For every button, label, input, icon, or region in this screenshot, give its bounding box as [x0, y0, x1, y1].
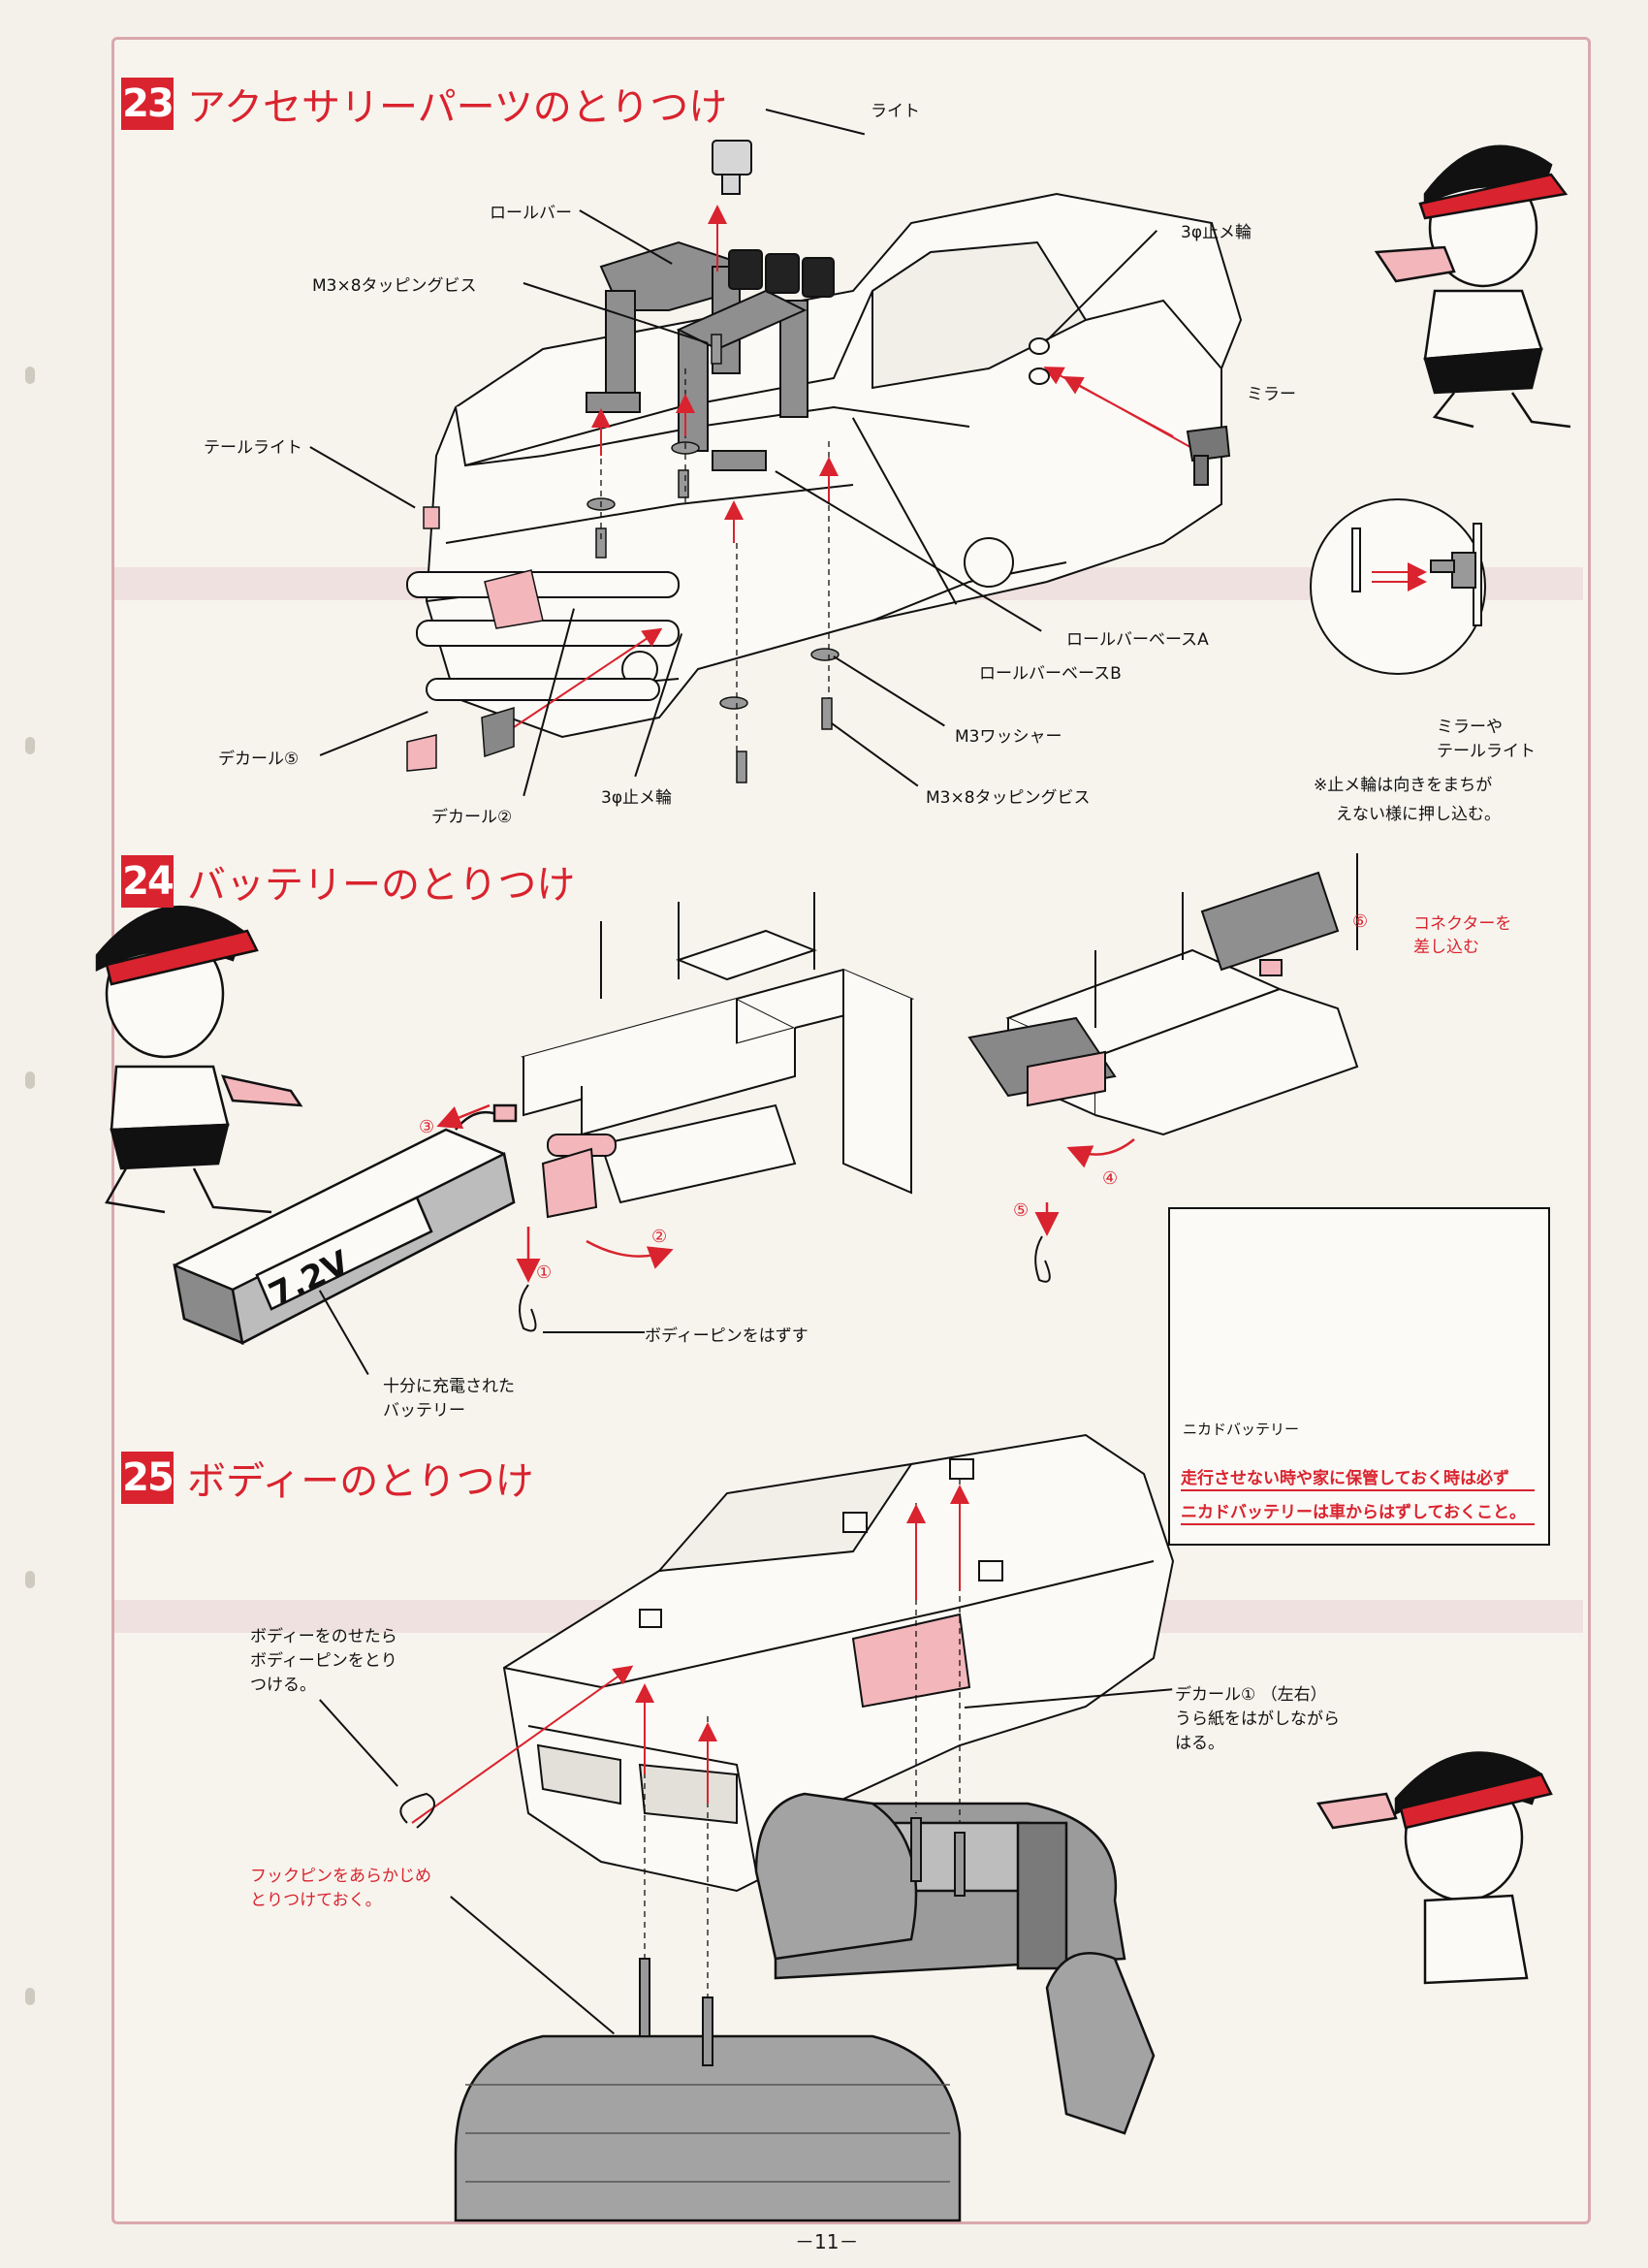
battery-label: 十分に充電された: [383, 1377, 515, 1396]
kyosho-mascot-bottom: [1315, 1751, 1553, 1985]
tail-light-label: テールライト: [204, 438, 302, 458]
decals-23: [406, 506, 544, 772]
connector-instruction: コネクターを: [1413, 914, 1512, 934]
screws-23: [586, 334, 840, 783]
decal1-instruction: うら紙をはがしながら: [1175, 1709, 1340, 1729]
mirror-part: [1029, 337, 1231, 486]
battery-pack: [173, 1103, 518, 1346]
inset-detail-circle: [1310, 498, 1486, 675]
hook-pins: [639, 1817, 966, 2066]
section-23-head: 23 アクセサリーパーツのとりつけ: [121, 76, 727, 132]
body-pin-remove-label: ボディーピンをはずす: [645, 1326, 808, 1346]
hook-pin-instruction: とりつけておく。: [250, 1891, 382, 1910]
rear-bumper-23: [406, 571, 680, 701]
nicad-label: ニカドバッテリー: [1183, 1421, 1300, 1438]
decal5-label: デカール⑤: [218, 750, 300, 769]
nicad-warning: 走行させない時や家に保管しておく時は必ず: [1181, 1469, 1509, 1488]
step-3-marker: ③: [419, 1117, 435, 1137]
battery-label: バッテリー: [383, 1401, 465, 1421]
nicad-note-box: [1168, 1207, 1550, 1546]
body-pins-24: [519, 1235, 1051, 1332]
body-pin-instruction: ボディーをのせたら: [250, 1627, 397, 1646]
section-number: 23: [121, 78, 174, 130]
retaining-ring-note: えない様に押し込む。: [1336, 805, 1501, 824]
step-5-marker: ⑤: [1013, 1200, 1030, 1221]
section-title: バッテリーのとりつけ: [187, 863, 576, 908]
warning-underline: [1181, 1489, 1535, 1491]
tires-25: [454, 1792, 1156, 2222]
screw-label-bottom: M3×8タッピングビス: [926, 788, 1091, 808]
nicad-warning: ニカドバッテリーは車からはずしておくこと。: [1181, 1503, 1526, 1522]
page-number: －11－: [795, 2230, 859, 2253]
rollbar-label: ロールバー: [490, 204, 572, 223]
section-title: アクセサリーパーツのとりつけ: [187, 85, 728, 130]
step-2-marker: ②: [651, 1227, 668, 1247]
mirror-label: ミラー: [1247, 385, 1296, 404]
chassis-24-left: [521, 892, 915, 1219]
connector-instruction: 差し込む: [1413, 938, 1479, 957]
section-number: 24: [121, 855, 174, 908]
retaining-ring-label-bottom: 3φ止メ輪: [601, 788, 673, 808]
binder-hole: [25, 1571, 35, 1588]
body-pin-instruction: ボディーピンをとり: [250, 1651, 397, 1671]
inset-caption: テールライト: [1437, 742, 1536, 761]
rollbar-23: [586, 240, 835, 471]
binder-hole: [25, 1988, 35, 2005]
washer-label: M3ワッシャー: [955, 727, 1062, 747]
warning-underline: [1181, 1523, 1535, 1525]
truck-body-25: [502, 1433, 1175, 1893]
section-title: ボディーのとりつけ: [187, 1459, 534, 1504]
binder-hole: [25, 737, 35, 754]
kyosho-mascot-top: [1374, 144, 1571, 429]
chassis-24-right: [967, 853, 1359, 1136]
rollbar-base-a-label: ロールバーベースA: [1066, 630, 1209, 650]
inset-caption: ミラーや: [1437, 718, 1503, 737]
decal2-label: デカール②: [431, 808, 513, 827]
section-number: 25: [121, 1452, 174, 1504]
body-pin-25: [399, 1792, 435, 1829]
screw-label-top: M3×8タッピングビス: [312, 276, 477, 296]
hook-pin-instruction: フックピンをあらかじめ: [250, 1867, 431, 1886]
light-part: [712, 140, 752, 195]
binder-hole: [25, 367, 35, 384]
light-label: ライト: [871, 102, 920, 121]
step-6-marker: ⑥: [1352, 911, 1369, 932]
decal1-instruction: デカール① （左右）: [1175, 1685, 1327, 1705]
retaining-ring-note: ※止メ輪は向きをまちが: [1314, 776, 1493, 795]
leader-line: [543, 1331, 645, 1333]
kyosho-mascot-middle: [95, 905, 303, 1214]
retaining-ring-label-right: 3φ止メ輪: [1181, 223, 1252, 242]
body-pin-instruction: つける。: [250, 1676, 316, 1695]
step-1-marker: ①: [536, 1262, 553, 1283]
decal1-instruction: はる。: [1175, 1734, 1224, 1753]
section-25-head: 25 ボディーのとりつけ: [121, 1450, 534, 1506]
step-4-marker: ④: [1102, 1168, 1119, 1189]
binder-hole: [25, 1071, 35, 1089]
section-24-head: 24 バッテリーのとりつけ: [121, 853, 575, 910]
rollbar-base-b-label: ロールバーベースB: [979, 664, 1122, 684]
